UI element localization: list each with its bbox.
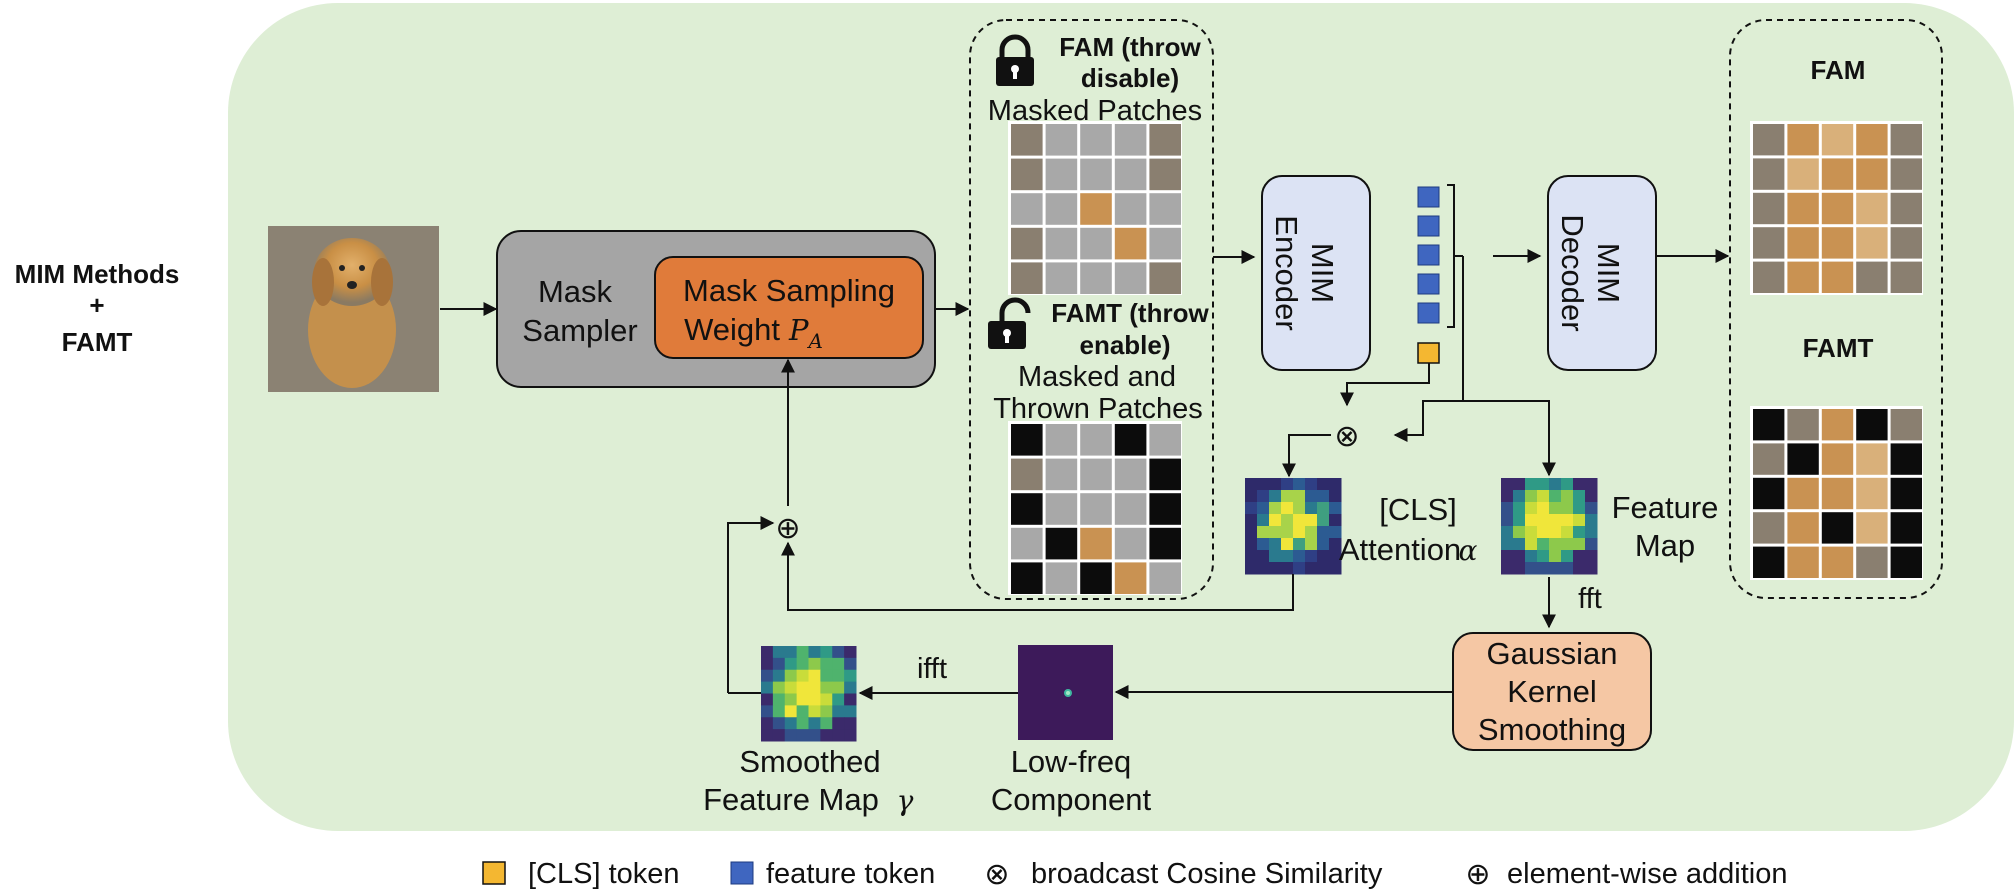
smoothed-feature-map	[761, 646, 857, 742]
legend-broadcast-icon: ⊗	[984, 857, 1009, 892]
cls-attention-label-2: Attention	[1339, 532, 1461, 567]
legend: [CLS] token feature token ⊗ broadcast Co…	[482, 857, 1787, 892]
side-label-line-3: FAMT	[62, 327, 133, 357]
output-label-famt: FAMT	[1803, 333, 1874, 363]
mim-decoder-label: MIM Decoder	[1555, 214, 1626, 331]
mask-weight-symbol: PA	[788, 313, 823, 353]
mim-decoder-box	[1547, 175, 1657, 371]
feature-token	[1417, 302, 1440, 324]
gaussian-label-3: Smoothing	[1478, 712, 1626, 747]
legend-broadcast-label: broadcast Cosine Similarity	[1031, 858, 1383, 890]
side-label-line-1: MIM Methods	[15, 259, 180, 289]
legend-add-icon: ⊕	[1465, 857, 1490, 892]
famt-subtitle-1: Masked and	[1018, 361, 1176, 393]
input-dog-image	[268, 226, 439, 392]
famt-throw-enable-title-2: enable)	[1079, 330, 1170, 360]
legend-add-label: element-wise addition	[1507, 858, 1787, 890]
fam-masked-patch-grid	[1008, 121, 1182, 295]
mask-sampling-weight-box	[654, 256, 924, 359]
smoothed-label-2: Feature Map	[703, 782, 879, 817]
famt-subtitle-2: Thrown Patches	[993, 393, 1203, 425]
legend-feature-label: feature token	[766, 858, 935, 890]
famt-throw-enable-title-1: FAMT (throw	[1051, 298, 1209, 328]
low-freq-label-2: Component	[991, 782, 1152, 817]
svg-text:MIM: MIM	[1305, 243, 1340, 303]
cls-attention-label-1: [CLS]	[1379, 492, 1457, 527]
gaussian-label-1: Gaussian	[1487, 636, 1618, 671]
mask-sampler-label-1: Mask	[538, 274, 613, 309]
svg-text:Decoder: Decoder	[1555, 214, 1590, 331]
smoothed-label-1: Smoothed	[739, 744, 880, 779]
fam-reconstruction-grid	[1750, 121, 1923, 295]
ifft-label: ifft	[917, 653, 947, 685]
legend-cls-swatch	[482, 861, 506, 885]
fam-throw-disable-title-1: FAM (throw	[1059, 32, 1201, 62]
fam-throw-disable-title-2: disable)	[1081, 63, 1179, 93]
broadcast-operator-icon: ⊗	[1334, 419, 1359, 454]
output-container	[1729, 19, 1943, 599]
feature-token	[1417, 244, 1440, 266]
feature-token	[1417, 215, 1440, 237]
famt-reconstruction-grid	[1750, 406, 1923, 580]
arrow-to-feature-map	[1463, 400, 1556, 477]
add-operator-icon: ⊕	[775, 511, 800, 546]
arrow-smoothed-to-add	[727, 516, 775, 693]
cls-attention-symbol: α	[1459, 534, 1478, 567]
arrow-broadcast-to-attention	[1282, 434, 1331, 478]
feature-map	[1501, 478, 1598, 575]
low-freq-component-map	[1018, 645, 1113, 740]
lock-open-icon	[988, 297, 1031, 349]
lock-closed-icon	[996, 34, 1034, 86]
side-label: MIM Methods + FAMT	[15, 259, 180, 357]
gaussian-label-2: Kernel	[1507, 674, 1597, 709]
svg-text:MIM: MIM	[1591, 243, 1626, 303]
feature-token	[1417, 186, 1440, 208]
cls-attention-map	[1245, 478, 1342, 575]
fft-label: fft	[1578, 583, 1602, 615]
feature-token	[1417, 273, 1440, 295]
arrow-bracket-to-broadcast	[1393, 400, 1463, 442]
arrow-attention-to-add	[781, 541, 1294, 611]
low-freq-label-1: Low-freq	[1011, 744, 1132, 779]
mask-weight-label-2: Weight	[684, 312, 780, 347]
mim-encoder-box	[1261, 175, 1371, 371]
cls-token	[1417, 342, 1440, 364]
legend-cls-label: [CLS] token	[528, 858, 680, 890]
mask-sampler-label-2: Sampler	[522, 313, 637, 348]
token-bracket	[1447, 184, 1463, 328]
arrow-cls-to-broadcast	[1340, 363, 1430, 407]
svg-text:Encoder: Encoder	[1269, 215, 1304, 330]
mim-encoder-label: MIM Encoder	[1269, 215, 1340, 330]
famt-thrown-patch-grid	[1008, 421, 1182, 595]
feature-map-label-2: Map	[1635, 528, 1695, 563]
legend-feature-swatch	[730, 861, 754, 885]
output-label-fam: FAM	[1811, 55, 1866, 85]
feature-map-label-1: Feature	[1612, 490, 1719, 525]
mask-weight-label-1: Mask Sampling	[683, 273, 895, 308]
smoothed-symbol: γ	[897, 784, 914, 817]
token-stack	[1417, 184, 1463, 364]
side-label-line-2: +	[89, 290, 104, 320]
